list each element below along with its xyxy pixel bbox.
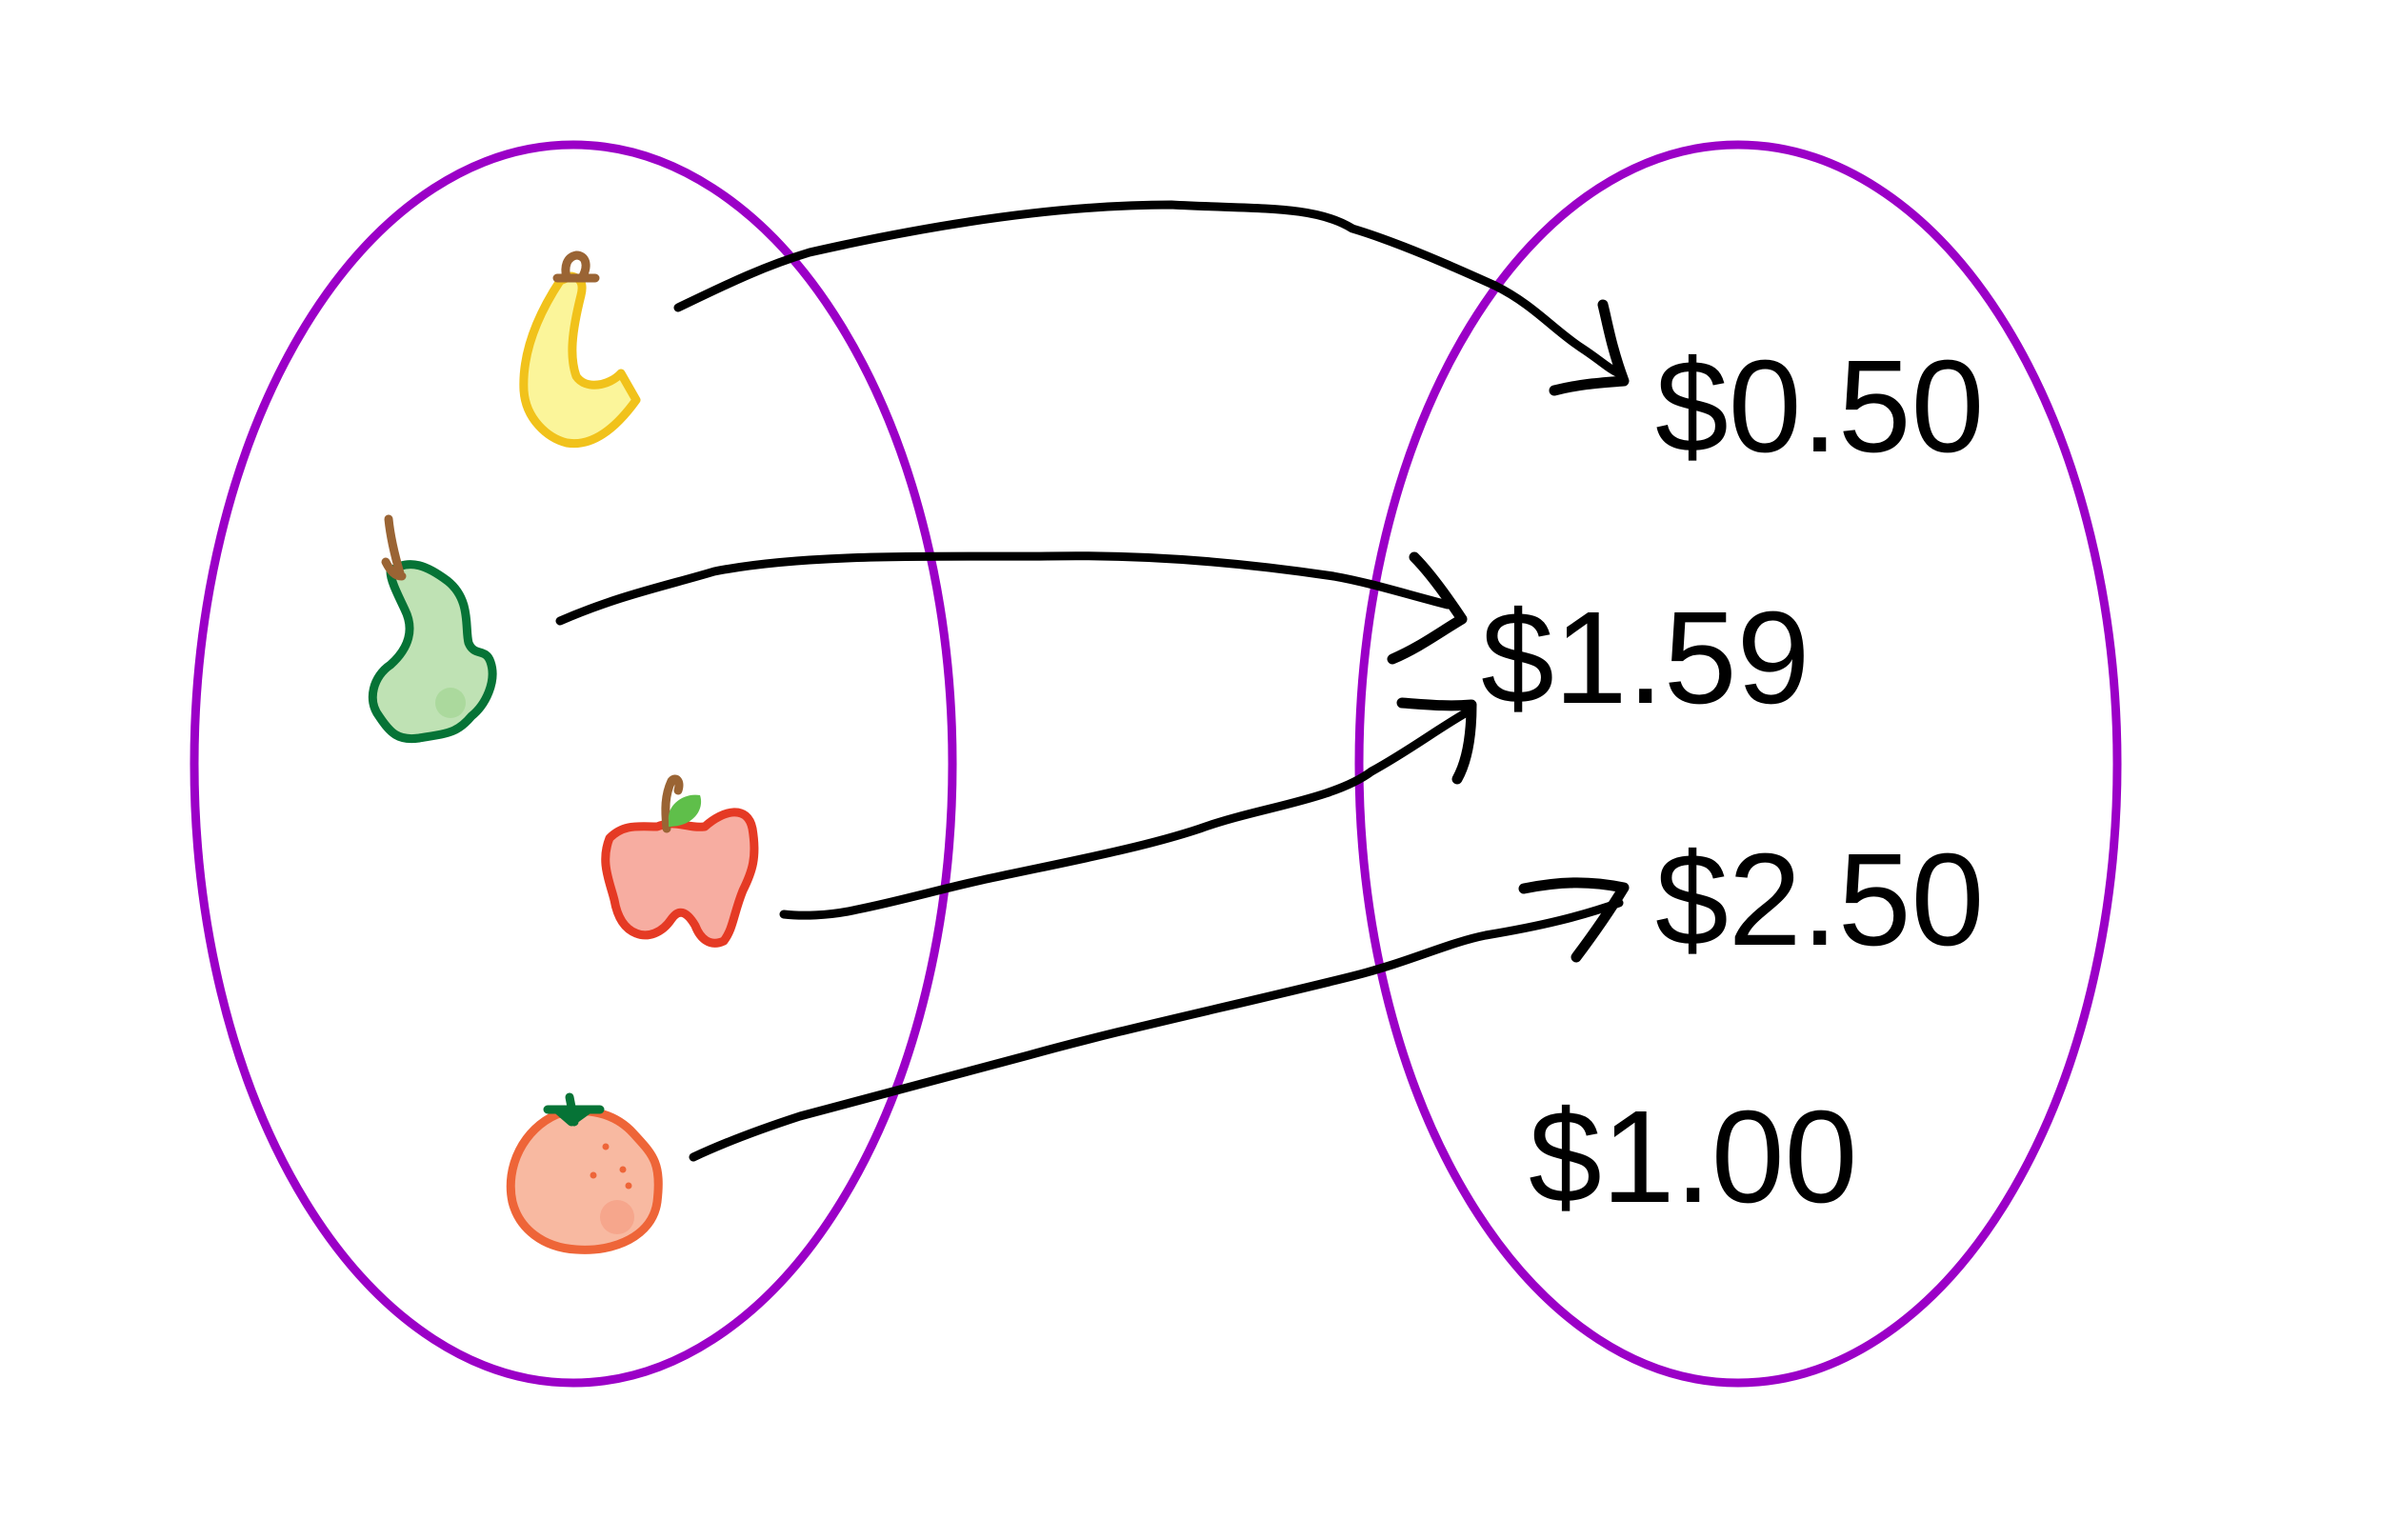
orange-icon xyxy=(506,1092,663,1254)
pear-icon xyxy=(368,514,497,744)
codomain-set-oval xyxy=(1354,140,2122,1388)
price-label-2-50: $2.50 xyxy=(1655,827,1984,973)
price-label-1-00: $1.00 xyxy=(1529,1084,1857,1230)
arrow-banana-to-0-50 xyxy=(673,200,1630,396)
price-label-0-50: $0.50 xyxy=(1655,333,1984,480)
arrow-pear-to-1-59 xyxy=(555,551,1468,665)
arrow-orange-to-2-50 xyxy=(689,877,1630,1162)
price-label-1-59: $1.59 xyxy=(1481,585,1810,731)
apple-icon xyxy=(601,774,759,948)
banana-icon xyxy=(519,250,641,449)
domain-set-oval xyxy=(190,140,957,1388)
arrow-apple-to-1-59 xyxy=(779,697,1477,920)
